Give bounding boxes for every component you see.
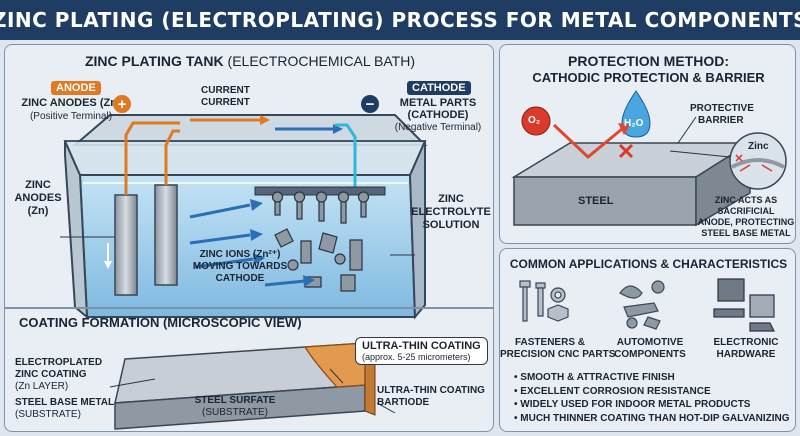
surface-1: STEEL SURFATE [194,395,276,406]
zinc-label: Zinc [748,141,769,152]
zinc-layer-1: ELECTROPLATED [15,357,103,368]
protection-panel: PROTECTION METHOD: CATHODIC PROTECTION &… [499,44,796,244]
electrolyte-3: SOLUTION [422,219,480,231]
cat2-2: COMPONENTS [614,349,686,360]
electrolyte-1: ZINC [438,193,464,205]
list-item: MUCH THINNER COATING THAN HOT-DIP GALVAN… [514,412,789,426]
tank-panel: ZINC PLATING TANK (ELECTROCHEMICAL BATH) [4,44,494,432]
barrier-1: PROTECTIVE [690,103,754,114]
cathode-badge: CATHODE [407,81,471,95]
electrolyte-2: ELECTROLYTE [411,206,491,218]
sac-3: ANODE, PROTECTING [697,217,795,227]
current-label-2: CURRENT [201,97,250,108]
base-2: (SUBSTRATE) [15,409,81,420]
tank-title: ZINC PLATING TANK (ELECTROCHEMICAL BATH) [84,53,416,69]
ions-1: ZINC IONS (Zn²⁺) [199,249,281,260]
surface-2: (SUBSTRATE) [202,407,268,418]
barrier-2: BARRIER [698,115,744,126]
title-bar: ZINC PLATING (ELECTROPLATING) PROCESS FO… [0,0,800,40]
list-item: EXCELLENT CORROSION RESISTANCE [514,385,790,399]
cat1-2: PRECISION CNC PARTS [500,349,616,360]
sac-2: SACRIFICIAL [717,206,775,216]
plus-icon: + [113,95,131,113]
ions-3: CATHODE [215,273,265,284]
sac-1: ZINC ACTS AS [714,195,778,205]
cat3-1: ELECTRONIC [713,337,779,348]
base-1: STEEL BASE METAL [15,397,115,408]
applications-panel: COMMON APPLICATIONS & CHARACTERISTICS [499,248,796,432]
protection-title-2: CATHODIC PROTECTION & BARRIER [532,70,765,85]
bart-2: BARTIODE [377,397,430,408]
applications-illustration [519,278,775,332]
ultra-thin-callout: ULTRA-THIN COATING (approx. 5-25 microme… [355,337,488,365]
anode-label: ZINC ANODES (Zn) [21,97,121,109]
zinc-layer-3: (Zn LAYER) [15,381,69,392]
applications-title: COMMON APPLICATIONS & CHARACTERISTICS [509,257,788,271]
cathode-terminal: (Negative Terminal) [394,122,482,133]
bart-1: ULTRA-THIN COATING [377,385,485,396]
sac-4: STEEL BASE METAL [701,228,791,238]
section-divider [5,307,493,309]
coating-cross-section [109,342,396,430]
cathode-label-1: METAL PARTS [399,97,477,109]
characteristics-list: SMOOTH & ATTRACTIVE FINISH EXCELLENT COR… [514,371,790,426]
current-label-1: CURRENT [201,85,250,96]
minus-icon: − [361,95,379,113]
side-anodes-2: ANODES [14,192,62,204]
anode-terminal: (Positive Terminal) [29,111,113,122]
h2o-label: H₂O [624,118,644,129]
list-item: SMOOTH & ATTRACTIVE FINISH [514,371,790,385]
anode-badge: ANODE [51,81,101,95]
cat3-2: HARDWARE [716,349,776,360]
plating-tank-illustration [60,114,428,320]
cat1-1: FASTENERS & [514,337,585,348]
steel-label: STEEL [578,195,614,207]
side-anodes-1: ZINC [25,179,51,191]
coating-title: COATING FORMATION (MICROSCOPIC VIEW) [19,315,302,330]
cat2-1: AUTOMOTIVE [616,337,684,348]
protection-illustration [511,90,787,227]
cathode-label-2: (CATHODE) [407,109,469,121]
protection-title-1: PROTECTION METHOD: [568,53,729,69]
side-anodes-3: (Zn) [27,205,49,217]
main-title: ZINC PLATING (ELECTROPLATING) PROCESS FO… [0,8,800,32]
o2-label: O₂ [528,115,541,126]
list-item: WIDELY USED FOR INDOOR METAL PRODUCTS [514,398,790,412]
ions-2: MOVING TOWARDS [192,261,288,272]
zinc-layer-2: ZINC COATING [15,369,87,380]
